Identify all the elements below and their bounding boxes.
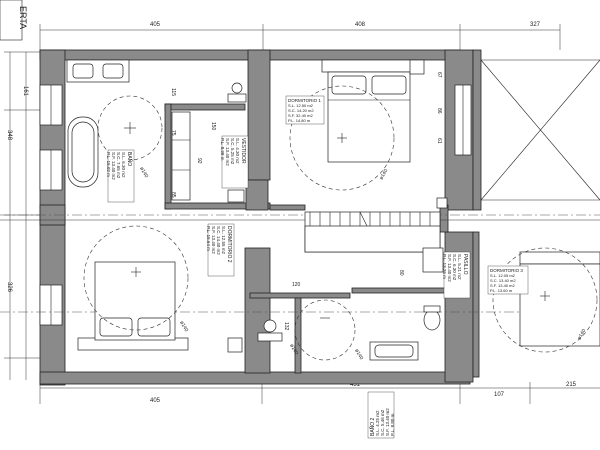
bath2-fixtures bbox=[257, 299, 441, 361]
room-tag-pasillo: PASILLO S.L. 5.21 m2 S.C. 6.30 m2 S.F. 1… bbox=[442, 251, 471, 299]
dim-internal-6: 67 bbox=[436, 72, 442, 78]
dim-top-1: 405 bbox=[150, 22, 161, 28]
bathroom-fixtures bbox=[66, 59, 247, 188]
bottom-dimension-line: 405 451 215 107 bbox=[39, 382, 600, 404]
dim-internal-10: 120 bbox=[292, 282, 301, 288]
dim-internal-1: 115 bbox=[170, 88, 176, 96]
dim-bottom-4: 107 bbox=[494, 392, 505, 398]
room-line: S.L. 4.30 m2 bbox=[235, 138, 240, 164]
room-tag-dormitorio-1: DORMITORIO 1 S.L. 12.50 m2 S.C. 14.20 m2… bbox=[285, 95, 325, 125]
room-line: P.L. 15.02 m bbox=[106, 152, 111, 177]
room-line: P.L. 8.98 m bbox=[220, 138, 225, 161]
room-line: S.F. 13.40 m2 bbox=[211, 226, 216, 254]
room-tag-bano-2: BAÑO 2 S.L. 4.25 m2 S.C. 5.46 m2 S.F. 13… bbox=[367, 391, 395, 439]
room-line: P.L. 14.80 m bbox=[288, 118, 311, 123]
room-line: S.L. 5.21 m2 bbox=[457, 254, 462, 280]
dim-bottom-1: 405 bbox=[150, 398, 161, 404]
room-line: S.C. 13.40 m2 bbox=[490, 278, 516, 283]
room-line: S.F. 13.40 m2 bbox=[447, 254, 452, 282]
room-name: BAÑO 2 bbox=[369, 417, 376, 436]
room-name: PASILLO bbox=[462, 254, 468, 275]
diameter-label-dorm1: ø140 bbox=[379, 168, 390, 181]
windows bbox=[39, 84, 472, 326]
dim-internal-2: 150 bbox=[210, 122, 216, 131]
room-name: VESTIDOR bbox=[240, 138, 246, 164]
bed-dormitorio-2 bbox=[77, 225, 243, 353]
sheet-label-frame bbox=[0, 0, 23, 41]
room-line: S.C. 5.25 m2 bbox=[230, 138, 235, 165]
bed-dormitorio-3 bbox=[492, 247, 600, 353]
room-tag-dormitorio-2: DORMITORIO 2 S.L. 12.55 m2 S.C. 14.40 m2… bbox=[206, 223, 235, 277]
room-line: S.F. 13.40 m2 bbox=[111, 152, 116, 180]
room-name: BAÑO bbox=[126, 152, 133, 166]
room-line: P.L. 8.80 m bbox=[390, 413, 395, 436]
open-void bbox=[480, 59, 600, 201]
sheet-corner-label: ERTA bbox=[18, 6, 28, 29]
room-line: P.L. 13.60 m bbox=[490, 288, 513, 293]
room-tags: BAÑO S.L. 6.30 m2 S.C. 7.65 m2 S.F. 13.4… bbox=[106, 95, 529, 439]
diameter-label-bath: ø140 bbox=[138, 166, 149, 179]
room-tag-vestidor: VESTIDOR S.L. 4.30 m2 S.C. 5.25 m2 S.F. … bbox=[220, 135, 249, 189]
section-markers bbox=[409, 59, 448, 273]
left-dimension-line: 161 348 326 bbox=[4, 51, 40, 380]
room-line: P.L. 13.26 m bbox=[442, 254, 447, 279]
diameter-label-dorm2: ø140 bbox=[178, 320, 189, 333]
room-name: DORMITORIO 1 bbox=[288, 98, 321, 103]
dim-internal-8: 61 bbox=[436, 138, 442, 144]
dim-left-2: 348 bbox=[6, 130, 12, 141]
diameter-label-pasillo: ø140 bbox=[353, 348, 364, 361]
room-line: S.F. 32.40 m2 bbox=[288, 113, 313, 118]
room-line: S.F. 13.40 m2 bbox=[385, 408, 390, 436]
room-line: S.L. 12.55 m2 bbox=[221, 226, 226, 255]
room-name: DORMITORIO 2 bbox=[226, 226, 232, 263]
dim-top-2: 408 bbox=[355, 22, 366, 28]
internal-dimensions: 115 150 75 92 85 67 86 61 80 120 132 bbox=[170, 72, 442, 331]
dim-bottom-3: 215 bbox=[566, 382, 577, 388]
vestidor-fixtures bbox=[171, 111, 245, 203]
room-tag-dormitorio-3: DORMITORIO 3 S.L. 12.05 m2 S.C. 13.40 m2… bbox=[487, 265, 529, 295]
room-line: S.F. 13.40 m2 bbox=[225, 138, 230, 166]
room-line: S.L. 4.25 m2 bbox=[375, 410, 380, 436]
dim-internal-4: 92 bbox=[196, 158, 202, 164]
dim-internal-7: 86 bbox=[436, 108, 442, 114]
room-line: S.F. 13.40 m2 bbox=[490, 283, 515, 288]
room-name: DORMITORIO 3 bbox=[490, 268, 523, 273]
dim-left-1: 161 bbox=[22, 86, 28, 97]
dim-internal-11: 132 bbox=[283, 322, 289, 331]
room-line: S.L. 12.50 m2 bbox=[288, 103, 314, 108]
dim-left-3: 326 bbox=[6, 282, 12, 293]
top-dimension-line: 405 408 327 bbox=[39, 22, 561, 50]
room-line: P.L. 15.64 m bbox=[206, 226, 211, 251]
room-line: S.C. 14.20 m2 bbox=[288, 108, 314, 113]
room-line: S.C. 7.65 m2 bbox=[116, 152, 121, 179]
room-line: S.C. 5.46 m2 bbox=[380, 409, 385, 436]
dim-internal-9: 80 bbox=[398, 270, 404, 276]
staircase-lower-flight bbox=[304, 225, 441, 253]
turning-diameters: ø140 ø140 ø140 ø140 ø140 ø140 bbox=[138, 166, 587, 361]
room-line: S.C. 14.40 m2 bbox=[216, 226, 221, 255]
dim-internal-5: 85 bbox=[170, 192, 176, 198]
dim-top-3: 327 bbox=[530, 22, 541, 28]
room-line: S.L. 6.30 m2 bbox=[121, 152, 126, 178]
dim-internal-3: 75 bbox=[170, 130, 176, 136]
diameter-label-dorm3: ø140 bbox=[577, 328, 588, 341]
room-line: S.C. 6.30 m2 bbox=[452, 254, 457, 281]
room-tag-bano: BAÑO S.L. 6.30 m2 S.C. 7.65 m2 S.F. 13.4… bbox=[106, 149, 135, 203]
bed-dormitorio-1 bbox=[289, 59, 415, 191]
diameter-label-bath2: ø140 bbox=[288, 343, 299, 356]
dim-bottom-2: 451 bbox=[350, 382, 361, 388]
room-line: S.L. 12.05 m2 bbox=[490, 273, 516, 278]
